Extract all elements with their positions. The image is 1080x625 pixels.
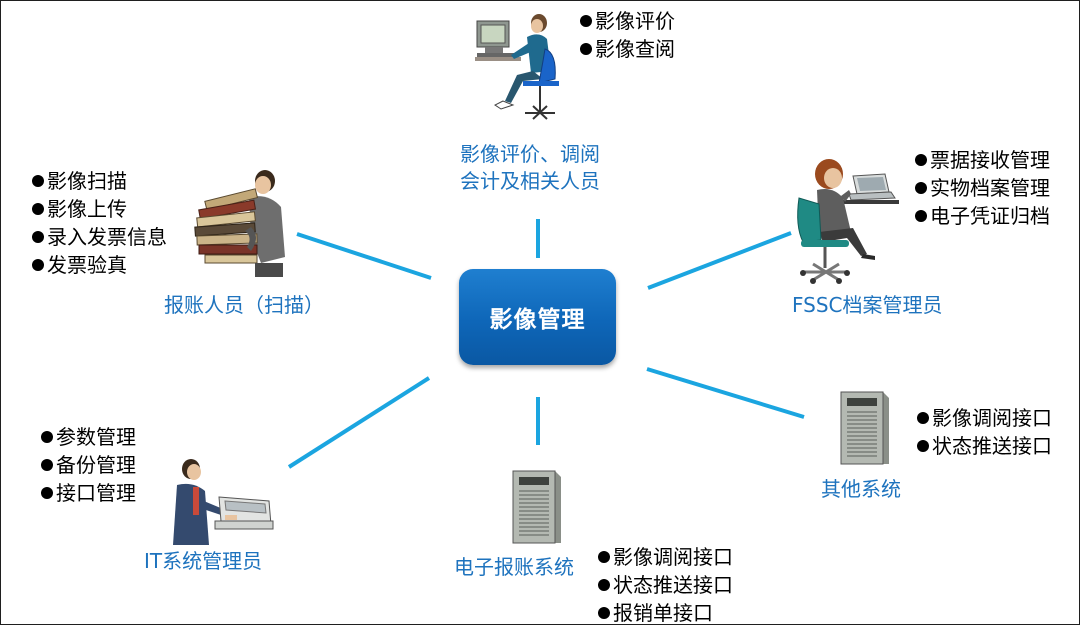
bullet-list-right-top: 票据接收管理 实物档案管理 电子凭证归档	[915, 146, 1050, 230]
node-label-line: FSSC档案管理员	[792, 293, 943, 317]
bullet-text: 备份管理	[56, 453, 136, 477]
bullet-list-bottom: 影像调阅接口 状态推送接口 报销单接口	[598, 543, 733, 625]
bullet-text: 影像评价	[595, 9, 675, 33]
bullet-text: 影像查阅	[595, 37, 675, 61]
node-label-line: 其他系统	[821, 477, 901, 501]
bullet-dot-icon	[32, 259, 44, 271]
connector-left-bottom	[287, 376, 431, 469]
node-label-line: 影像评价、调阅	[460, 142, 600, 166]
connector-left-top	[296, 232, 432, 280]
bullet-text: 发票验真	[47, 253, 127, 277]
bullet-dot-icon	[915, 154, 927, 166]
bullet-item: 票据接收管理	[915, 146, 1050, 174]
center-node-label: 影像管理	[489, 307, 586, 333]
bullet-dot-icon	[41, 459, 53, 471]
bullet-item: 影像调阅接口	[598, 543, 733, 571]
bullet-dot-icon	[580, 43, 592, 55]
bullet-item: 参数管理	[41, 423, 136, 451]
bullet-item: 接口管理	[41, 479, 136, 507]
node-label-bottom: 电子报账系统	[454, 554, 574, 581]
bullet-dot-icon	[598, 579, 610, 591]
bullet-item: 状态推送接口	[917, 432, 1052, 460]
bullet-item: 影像评价	[580, 7, 675, 35]
bullet-dot-icon	[32, 231, 44, 243]
bullet-text: 影像调阅接口	[613, 545, 733, 569]
bullet-text: 报销单接口	[613, 601, 713, 625]
bullet-text: 票据接收管理	[930, 148, 1050, 172]
bullet-text: 影像上传	[47, 197, 127, 221]
bullet-item: 备份管理	[41, 451, 136, 479]
node-label-line: 电子报账系统	[454, 555, 574, 579]
node-label-line: 报账人员（扫描）	[164, 293, 324, 317]
bullet-item: 录入发票信息	[32, 223, 167, 251]
bullet-dot-icon	[580, 15, 592, 27]
bullet-list-left-bottom: 参数管理 备份管理 接口管理	[41, 423, 136, 507]
bullet-dot-icon	[915, 182, 927, 194]
bullet-text: 参数管理	[56, 425, 136, 449]
bullet-text: 接口管理	[56, 481, 136, 505]
bullet-text: 实物档案管理	[930, 176, 1050, 200]
bullet-item: 报销单接口	[598, 599, 733, 625]
bullet-item: 影像查阅	[580, 35, 675, 63]
bullet-dot-icon	[598, 551, 610, 563]
bullet-dot-icon	[41, 487, 53, 499]
bullet-text: 影像调阅接口	[932, 406, 1052, 430]
node-label-right-top: FSSC档案管理员	[792, 292, 943, 319]
connector-right-bottom	[646, 367, 805, 419]
bullet-text: 状态推送接口	[613, 573, 733, 597]
node-label-left-bottom: IT系统管理员	[144, 548, 262, 575]
bullet-dot-icon	[917, 440, 929, 452]
bullet-text: 录入发票信息	[47, 225, 167, 249]
bullet-text: 状态推送接口	[932, 434, 1052, 458]
node-label-top: 影像评价、调阅 会计及相关人员	[460, 141, 600, 195]
person-carrying-documents-icon	[194, 170, 285, 277]
bullet-list-right-bottom: 影像调阅接口 状态推送接口	[917, 404, 1052, 460]
bullet-dot-icon	[917, 412, 929, 424]
bullet-dot-icon	[32, 175, 44, 187]
bullet-dot-icon	[41, 431, 53, 443]
bullet-text: 电子凭证归档	[930, 204, 1050, 228]
office-worker-at-desk-icon	[475, 14, 559, 120]
bullet-item: 状态推送接口	[598, 571, 733, 599]
bullet-list-left-top: 影像扫描 影像上传 录入发票信息 发票验真	[32, 167, 167, 279]
man-at-terminal-icon	[173, 459, 274, 545]
bullet-list-top: 影像评价 影像查阅	[580, 7, 675, 63]
node-label-line: IT系统管理员	[144, 549, 263, 573]
server-tower-icon	[512, 470, 561, 544]
bullet-dot-icon	[915, 210, 927, 222]
bullet-item: 实物档案管理	[915, 174, 1050, 202]
bullet-item: 影像调阅接口	[917, 404, 1052, 432]
node-label-line: 会计及相关人员	[460, 169, 600, 193]
node-label-left-top: 报账人员（扫描）	[164, 292, 324, 319]
woman-on-phone-at-laptop-icon	[797, 159, 899, 284]
bullet-item: 电子凭证归档	[915, 202, 1050, 230]
bullet-item: 发票验真	[32, 251, 167, 279]
bullet-item: 影像扫描	[32, 167, 167, 195]
bullet-item: 影像上传	[32, 195, 167, 223]
bullet-dot-icon	[598, 607, 610, 619]
connector-right-top	[647, 231, 792, 290]
server-tower-icon	[840, 391, 889, 465]
node-label-right-bottom: 其他系统	[821, 476, 901, 503]
bullet-text: 影像扫描	[47, 169, 127, 193]
center-node-image-management: 影像管理	[459, 269, 616, 365]
bullet-dot-icon	[32, 203, 44, 215]
